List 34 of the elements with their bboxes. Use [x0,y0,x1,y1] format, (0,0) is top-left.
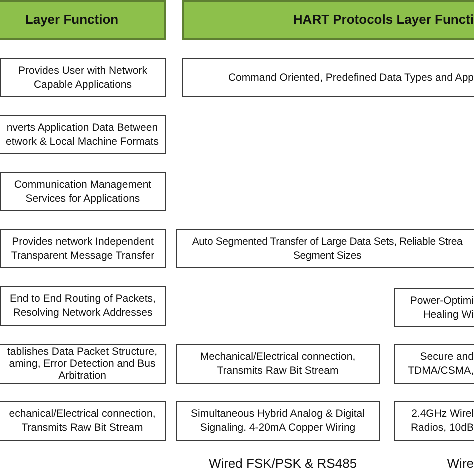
box-text: Command Oriented, Predefined Data Types and App [228,70,474,84]
header-box [182,0,474,40]
function-box [176,401,380,441]
function-box [182,58,474,97]
box-text: Power-Optimi Healing Wi [409,294,474,322]
function-box [394,401,474,441]
box-text: Communication Management Services for Applications [13,178,153,206]
function-box [176,229,474,268]
box-text: End to End Routing of Packets, Resolving Network Addresses [9,292,157,320]
box-text: Provides User with Network Capable Applications [18,64,148,92]
function-box [394,344,474,384]
function-box [0,401,166,441]
box-text: nverts Application Data Between etwork & Local Machine Formats [5,120,160,148]
box-text: Secure and TDMA/CSMA, [407,350,474,378]
function-box [0,344,166,384]
function-box [0,172,166,211]
function-box [0,229,166,268]
header-box [0,0,166,40]
function-box [394,288,474,327]
box-text: Provides network Independent Transparent Message Transfer [10,234,156,262]
box-text: Simultaneous Hybrid Analog & Digital Signaling. 4-20mA Copper Wiring [190,407,366,435]
box-text: Auto Segmented Transfer of Large Data Sets, Reliable Strea Segment Sizes [191,234,464,262]
header-text: Layer Function [25,12,119,28]
box-text: Mechanical/Electrical connection, Transmits Raw Bit Stream [199,350,357,378]
function-box [0,58,166,97]
function-box [0,115,166,154]
box-text: echanical/Electrical connection, Transmits Raw Bit Stream [8,407,157,435]
column-caption: Wired FSK/PSK & RS485 [208,456,358,472]
column-caption: Wire [447,456,474,472]
function-box [0,286,166,326]
box-text: 2.4GHz Wirel Radios, 10dB [410,407,474,435]
header-text: HART Protocols Layer Functi [293,12,474,28]
box-text: tablishes Data Packet Structure, aming, Error Detection and Bus Arbitration [6,346,158,382]
function-box [176,344,380,384]
